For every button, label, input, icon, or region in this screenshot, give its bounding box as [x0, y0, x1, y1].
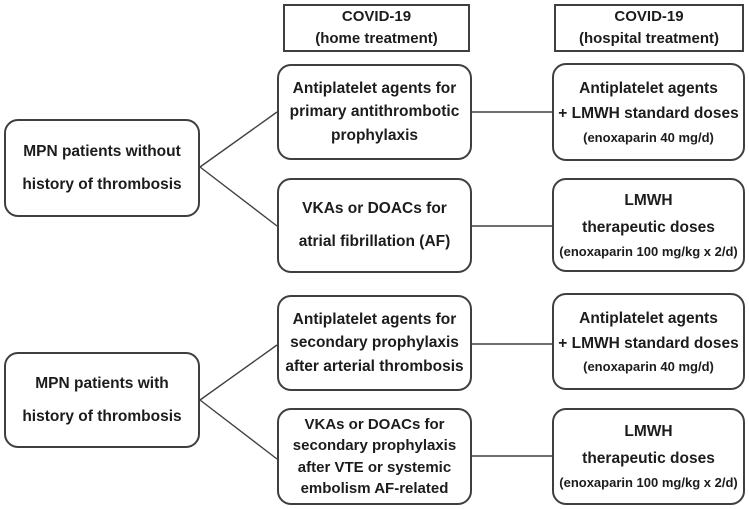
node-text-line: LMWH [624, 191, 673, 209]
node-dose-note: (enoxaparin 100 mg/kg x 2/d) [559, 475, 738, 491]
node-text-line: Antiplatelet agents for [292, 80, 457, 98]
node-lmwh-standard-doses-2: Antiplatelet agents + LMWH standard dose… [552, 293, 745, 390]
node-text-line: after VTE or systemic [297, 458, 452, 476]
node-lmwh-therapeutic-doses-1: LMWH therapeutic doses (enoxaparin 100 m… [552, 178, 745, 272]
node-text-line: history of thrombosis [22, 176, 182, 193]
node-lmwh-therapeutic-doses-2: LMWH therapeutic doses (enoxaparin 100 m… [552, 408, 745, 505]
node-text-line: secondary prophylaxis [290, 334, 459, 352]
header-line: (home treatment) [315, 30, 438, 47]
node-mpn-without-thrombosis: MPN patients without history of thrombos… [4, 119, 200, 217]
node-text-line: Antiplatelet agents [579, 80, 718, 98]
node-dose-note: (enoxaparin 100 mg/kg x 2/d) [559, 243, 738, 259]
node-text-line: + LMWH standard doses [558, 105, 739, 123]
node-text-line: + LMWH standard doses [558, 334, 739, 352]
node-text-line: VKAs or DOACs for [304, 415, 445, 433]
node-text-line: secondary prophylaxis [292, 437, 457, 455]
node-text-line: therapeutic doses [582, 218, 715, 236]
node-text-line: history of thrombosis [22, 408, 182, 425]
connector-without-to-primary [199, 111, 278, 168]
node-text-line: LMWH [624, 423, 673, 440]
header-line: COVID-19 [341, 8, 412, 26]
connector-without-to-af [199, 166, 278, 227]
connector-with-to-arterial [199, 344, 278, 401]
node-primary-antithrombotic-prophylaxis: Antiplatelet agents for primary antithro… [277, 64, 472, 160]
node-text-line: after arterial thrombosis [285, 357, 464, 375]
node-text-line: MPN patients with [35, 374, 169, 392]
header-covid-home-treatment: COVID-19 (home treatment) [283, 4, 470, 52]
node-dose-note: (enoxaparin 40 mg/d) [583, 129, 714, 145]
node-lmwh-standard-doses-1: Antiplatelet agents + LMWH standard dose… [552, 63, 745, 161]
node-secondary-prophylaxis-vte: VKAs or DOACs for secondary prophylaxis … [277, 408, 472, 505]
node-dose-note: (enoxaparin 40 mg/d) [583, 359, 714, 375]
header-line: COVID-19 [614, 8, 684, 26]
node-secondary-prophylaxis-arterial: Antiplatelet agents for secondary prophy… [277, 295, 472, 391]
header-line: (hospital treatment) [578, 30, 719, 47]
node-text-line: MPN patients without [23, 142, 181, 160]
node-text-line: atrial fibrillation (AF) [298, 232, 451, 250]
connector-with-to-vte [199, 399, 278, 460]
node-vka-doac-atrial-fibrillation: VKAs or DOACs for atrial fibrillation (A… [277, 178, 472, 273]
node-text-line: prophylaxis [331, 126, 418, 144]
header-covid-hospital-treatment: COVID-19 (hospital treatment) [554, 4, 744, 52]
node-mpn-with-thrombosis: MPN patients with history of thrombosis [4, 352, 200, 448]
node-text-line: Antiplatelet agents [579, 309, 718, 327]
node-text-line: embolism AF-related [300, 479, 449, 497]
node-text-line: primary antithrombotic [289, 103, 460, 121]
node-text-line: Antiplatelet agents for [292, 311, 457, 329]
node-text-line: therapeutic doses [582, 450, 715, 468]
node-text-line: VKAs or DOACs for [302, 199, 447, 217]
